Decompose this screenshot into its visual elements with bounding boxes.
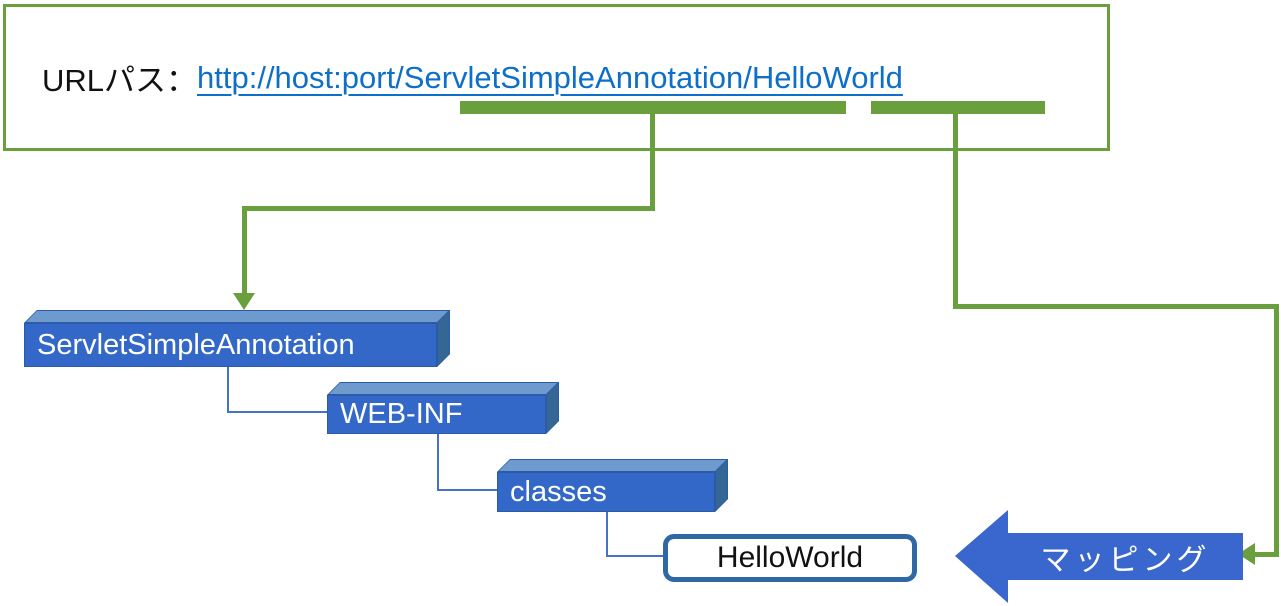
url-path-label: URLパス：: [42, 63, 198, 98]
mapping-arrow: マッピング: [955, 510, 1243, 603]
green-connector-segment: [242, 206, 655, 211]
green-connector-segment: [650, 113, 655, 211]
green-connector-segment: [1274, 304, 1279, 554]
tree-connector-segment: [437, 434, 439, 491]
green-connector-segment: [242, 206, 247, 294]
highlight-bar-context-path: [460, 101, 846, 114]
servlet-class-box: HelloWorld: [663, 534, 917, 582]
folder-box-web-inf: WEB-INF: [327, 382, 559, 434]
green-connector-segment: [953, 304, 1279, 309]
servlet-class-label: HelloWorld: [716, 541, 864, 574]
folder-label: ServletSimpleAnnotation: [24, 323, 437, 367]
green-connector-segment: [1252, 552, 1279, 557]
url-link[interactable]: http://host:port/ServletSimpleAnnotation…: [197, 59, 903, 95]
green-connector-segment: [953, 113, 958, 306]
tree-connector-segment: [227, 367, 229, 413]
folder-box-servlet-simple-annotation: ServletSimpleAnnotation: [24, 310, 450, 367]
box-top-face: [497, 459, 728, 472]
highlight-bar-servlet-path: [871, 101, 1045, 114]
tree-connector-segment: [437, 489, 497, 491]
tree-connector-segment: [606, 555, 663, 557]
box-top-face: [24, 310, 450, 323]
folder-label: classes: [497, 472, 715, 512]
box-top-face: [327, 382, 559, 395]
url-path-panel: URLパス： http://host:port/ServletSimpleAnn…: [3, 4, 1110, 151]
arrowhead-down-icon: [233, 293, 255, 310]
mapping-arrow-label: マッピング: [1040, 543, 1211, 577]
folder-label: WEB-INF: [327, 395, 546, 434]
tree-connector-segment: [606, 512, 608, 557]
folder-box-classes: classes: [497, 459, 728, 512]
tree-connector-segment: [227, 411, 327, 413]
